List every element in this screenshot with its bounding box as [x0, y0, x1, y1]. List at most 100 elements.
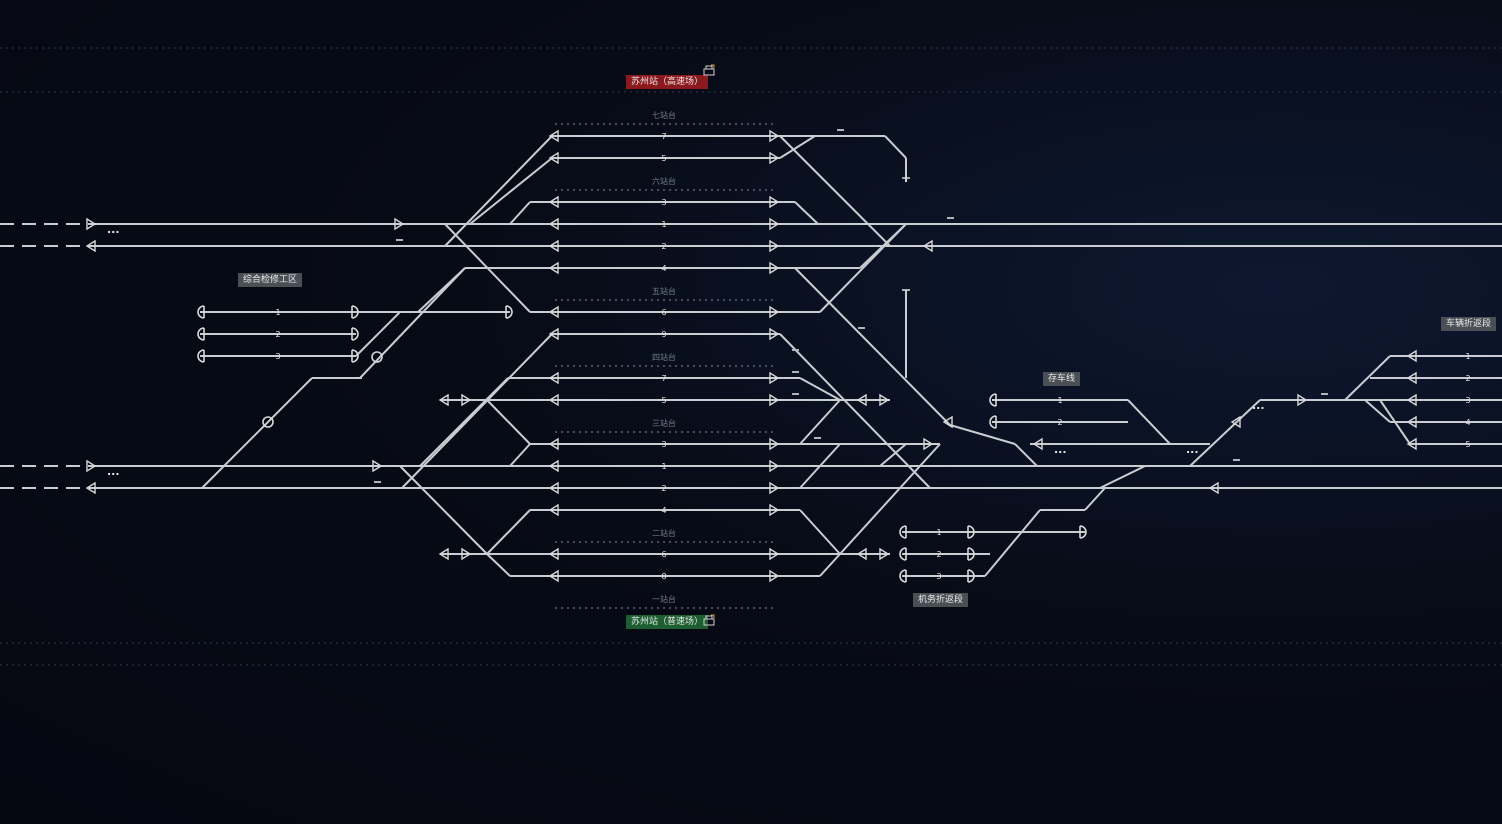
signal-icon[interactable]	[548, 437, 559, 451]
signal-icon[interactable]	[879, 547, 890, 561]
signal-icon[interactable]	[769, 547, 780, 561]
signal-icon[interactable]	[769, 569, 780, 583]
signal-icon[interactable]	[769, 305, 780, 319]
platform-label-1: 一站台	[652, 594, 676, 604]
signal-icon[interactable]	[769, 459, 780, 473]
signal-icon[interactable]	[548, 459, 559, 473]
occupancy-ticks	[374, 129, 1328, 483]
signal-icon[interactable]	[85, 239, 96, 253]
track-number: 2	[1465, 374, 1470, 383]
track-number: 3	[661, 198, 666, 207]
more-indicator: ...	[1252, 399, 1265, 412]
track-number: 7	[661, 374, 666, 383]
signal-icon[interactable]	[879, 393, 890, 407]
ellipsis-markers: ... ... ... ... ...	[107, 223, 1265, 478]
signal-icon[interactable]	[461, 393, 472, 407]
platform-label-2: 二站台	[652, 528, 676, 538]
signal-icon[interactable]	[548, 547, 559, 561]
signal-icon[interactable]	[548, 481, 559, 495]
signal-icon[interactable]	[461, 547, 472, 561]
platform-label-6: 六站台	[652, 176, 676, 186]
signal-icon[interactable]	[769, 481, 780, 495]
station-label-high-speed[interactable]: 苏州站（高速场）	[626, 75, 709, 89]
platform-label-5: 五站台	[652, 286, 676, 296]
depot-label-storage[interactable]: 存车线	[1043, 372, 1081, 386]
signal-icon[interactable]	[923, 437, 934, 451]
track-number: 2	[936, 550, 941, 559]
depot-label-locomotive[interactable]: 机务折返段	[913, 593, 969, 607]
track-number: 1	[661, 220, 666, 229]
signal-icon[interactable]	[1406, 415, 1417, 429]
station-label-regular[interactable]: 苏州站（普速场）	[626, 615, 709, 629]
signal-icon[interactable]	[548, 129, 559, 143]
track-number: 6	[661, 308, 666, 317]
signal-icon[interactable]	[769, 503, 780, 517]
signal-icon[interactable]	[548, 371, 559, 385]
signal-icon[interactable]	[769, 151, 780, 165]
signal-icon[interactable]	[769, 371, 780, 385]
track-number: 3	[275, 352, 280, 361]
signal-icon[interactable]	[769, 437, 780, 451]
signal-icon[interactable]	[548, 503, 559, 517]
track-number: 3	[1465, 396, 1470, 405]
signal-icon[interactable]	[394, 217, 405, 231]
signal-icon[interactable]	[1406, 371, 1417, 385]
signal-icon[interactable]	[438, 393, 449, 407]
signal-icon[interactable]	[769, 217, 780, 231]
signal-icon[interactable]	[856, 547, 867, 561]
signal-icon[interactable]	[372, 459, 383, 473]
signal-icon[interactable]	[548, 261, 559, 275]
signal-icon[interactable]	[769, 239, 780, 253]
signal-icon[interactable]	[438, 547, 449, 561]
signal-icon[interactable]	[856, 393, 867, 407]
station-building-icon[interactable]	[703, 64, 715, 76]
signal-icon[interactable]	[548, 217, 559, 231]
signal-icon[interactable]	[548, 239, 559, 253]
maintenance-depot-tracks	[200, 267, 510, 489]
depot-label-car-turnback[interactable]: 车辆折返段	[1441, 317, 1497, 331]
track-number: 4	[1465, 418, 1470, 427]
signal-icon[interactable]	[1406, 393, 1417, 407]
more-indicator: ...	[1054, 443, 1067, 456]
signal-icon[interactable]	[1297, 393, 1308, 407]
track-number: 1	[275, 308, 280, 317]
signal-icon[interactable]	[922, 239, 933, 253]
signal-icon[interactable]	[1406, 349, 1417, 363]
signal-icon[interactable]	[548, 569, 559, 583]
track-number: 5	[661, 396, 666, 405]
track-number: 2	[661, 242, 666, 251]
signal-icon[interactable]	[548, 327, 559, 341]
depot-label-maintenance[interactable]: 综合检修工区	[238, 273, 303, 287]
track-number-labels: 7 5 3 1 2 4 6 9 7 5 3 1 2 4 6 8 1 2 3 1 …	[275, 132, 1470, 581]
signal-icon[interactable]	[548, 195, 559, 209]
station-building-icon[interactable]	[703, 614, 715, 626]
track-number: 2	[661, 484, 666, 493]
signal-icon[interactable]	[769, 129, 780, 143]
signal-icon[interactable]	[1406, 437, 1417, 451]
signal-icon[interactable]	[85, 481, 96, 495]
track-number: 4	[661, 264, 666, 273]
signal-icon[interactable]	[548, 393, 559, 407]
track-number: 4	[661, 506, 666, 515]
signal-icon[interactable]	[769, 261, 780, 275]
signal-icon[interactable]	[86, 217, 97, 231]
main-line-entries	[0, 223, 88, 489]
track-number: 7	[661, 132, 666, 141]
signal-icon[interactable]	[1208, 481, 1219, 495]
platform-lines	[555, 123, 775, 609]
signal-icon[interactable]	[769, 195, 780, 209]
locomotive-depot-tracks	[902, 487, 1106, 577]
platform-label-7: 七站台	[652, 110, 676, 120]
signal-icon[interactable]	[548, 151, 559, 165]
signal-icon[interactable]	[1032, 437, 1043, 451]
signal-icon[interactable]	[942, 415, 953, 429]
signal-icon[interactable]	[1230, 415, 1241, 429]
track-number: 3	[936, 572, 941, 581]
signal-icon[interactable]	[769, 327, 780, 341]
more-indicator: ...	[107, 223, 120, 236]
track-number: 5	[661, 154, 666, 163]
signal-icon[interactable]	[548, 305, 559, 319]
signal-icon[interactable]	[769, 393, 780, 407]
signal-icon[interactable]	[86, 459, 97, 473]
platform-label-4: 四站台	[652, 352, 676, 362]
